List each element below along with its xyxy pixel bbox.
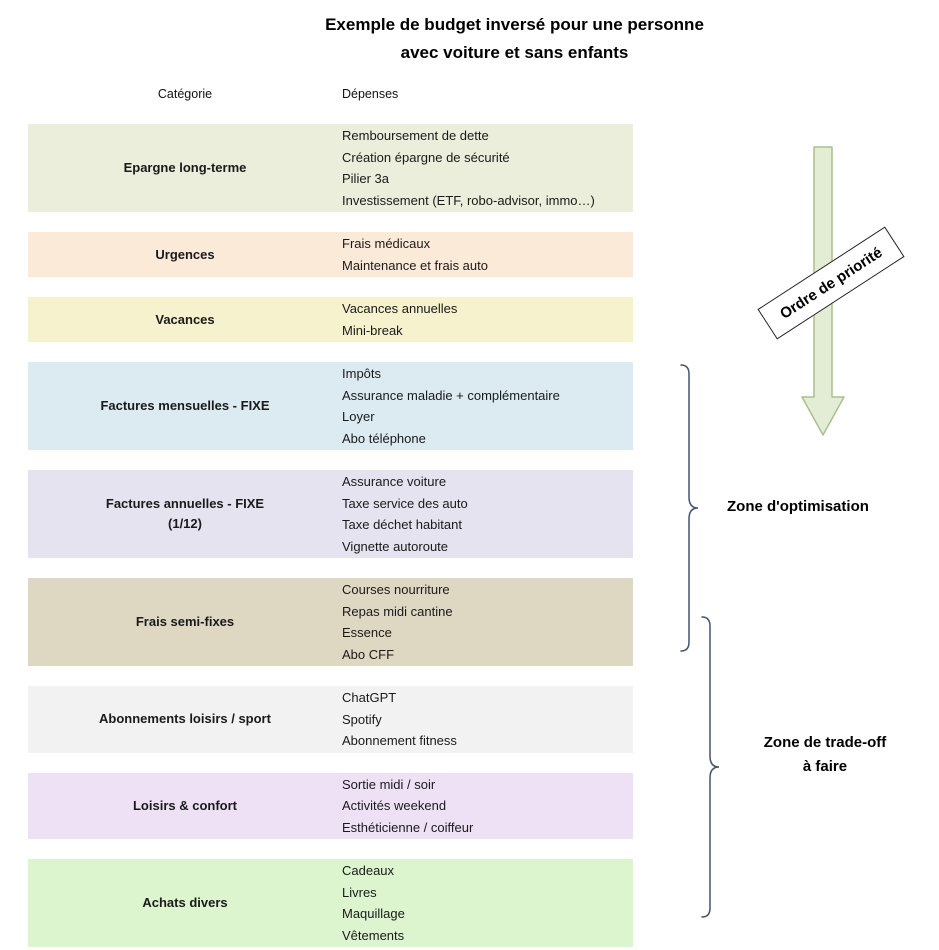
table-row: Factures mensuelles - FIXE Impôts Assura… — [28, 362, 633, 450]
tradeoff-zone-label: Zone de trade-off à faire — [740, 731, 910, 779]
expense-item: ChatGPT — [342, 690, 397, 705]
category-label: Factures mensuelles - FIXE — [28, 362, 342, 450]
category-text: Achats divers — [142, 895, 228, 910]
optimisation-brace-icon — [680, 364, 699, 652]
expense-item: Investissement (ETF, robo-advisor, immo…… — [342, 192, 595, 208]
category-text: Vacances — [155, 311, 215, 327]
expense-item: Vacances annuelles — [342, 301, 458, 316]
brace-path — [680, 364, 699, 652]
budget-table: Epargne long-terme Remboursement de dett… — [28, 124, 633, 947]
expense-item: Vignette autoroute — [342, 538, 449, 554]
category-label: Loisirs & confort — [28, 773, 342, 840]
category-text: Urgences — [155, 246, 215, 262]
brace-path — [701, 616, 720, 918]
page-title-line-2: avec voiture et sans enfants — [400, 43, 629, 62]
expense-item: Esthéticienne / coiffeur — [342, 819, 474, 835]
expense-list: Courses nourriture Repas midi cantine Es… — [342, 578, 633, 666]
table-row: Frais semi-fixes Courses nourriture Repa… — [28, 578, 633, 666]
expense-list: Frais médicaux Maintenance et frais auto — [342, 232, 633, 277]
expense-list: Vacances annuelles Mini-break — [342, 297, 633, 342]
expense-item: Loyer — [342, 409, 375, 424]
expense-item: Mini-break — [342, 322, 403, 338]
table-row: Achats divers Cadeaux Livres Maquillage … — [28, 859, 633, 947]
expense-item: Cadeaux — [342, 863, 395, 878]
category-label: Epargne long-terme — [28, 124, 342, 212]
expense-list: Remboursement de dette Création épargne … — [342, 124, 633, 212]
expense-item: Essence — [342, 625, 392, 640]
category-text: Abonnements loisirs / sport — [99, 711, 271, 727]
table-row: Epargne long-terme Remboursement de dett… — [28, 124, 633, 212]
expense-item: Livres — [342, 884, 377, 900]
expense-item: Création épargne de sécurité — [342, 149, 510, 165]
expense-list: Impôts Assurance maladie + complémentair… — [342, 362, 633, 450]
table-row: Urgences Frais médicaux Maintenance et f… — [28, 232, 633, 277]
category-text-line-2: (1/12) — [168, 516, 202, 531]
category-label: Vacances — [28, 297, 342, 342]
expense-item: Taxe service des auto — [342, 495, 468, 511]
tradeoff-zone-label-line-1: Zone de trade-off — [763, 734, 887, 751]
expense-item: Abonnement fitness — [342, 733, 457, 748]
tradeoff-zone-label-line-2: à faire — [802, 758, 848, 775]
expense-item: Repas midi cantine — [342, 603, 453, 619]
category-label: Abonnements loisirs / sport — [28, 686, 342, 753]
expense-item: Remboursement de dette — [342, 128, 489, 143]
expense-item: Maquillage — [342, 906, 405, 921]
category-label: Factures annuelles - FIXE (1/12) — [28, 470, 342, 558]
expense-item: Frais médicaux — [342, 236, 431, 251]
table-row: Factures annuelles - FIXE (1/12) Assuran… — [28, 470, 633, 558]
expense-list: ChatGPT Spotify Abonnement fitness — [342, 686, 633, 753]
category-text: Loisirs & confort — [132, 797, 237, 813]
expense-item: Taxe déchet habitant — [342, 517, 462, 532]
expense-item: Assurance voiture — [342, 474, 447, 489]
category-label: Achats divers — [28, 859, 342, 947]
expense-list: Cadeaux Livres Maquillage Vêtements — [342, 859, 633, 947]
page-title-line-1: Exemple de budget inversé pour une perso… — [325, 15, 704, 34]
tradeoff-brace-icon — [701, 616, 720, 918]
category-text: Epargne long-terme — [123, 160, 247, 175]
category-label: Frais semi-fixes — [28, 578, 342, 666]
page-title: Exemple de budget inversé pour une perso… — [90, 11, 939, 67]
column-headers: Catégorie Dépenses — [28, 87, 633, 101]
optimisation-zone-label: Zone d'optimisation — [727, 498, 869, 515]
column-header-categorie: Catégorie — [157, 87, 213, 101]
expense-item: Sortie midi / soir — [342, 776, 436, 792]
expense-list: Assurance voiture Taxe service des auto … — [342, 470, 633, 558]
expense-item: Abo CFF — [342, 646, 395, 662]
expense-item: Impôts — [342, 366, 382, 381]
expense-item: Vêtements — [342, 927, 405, 943]
expense-item: Courses nourriture — [342, 582, 450, 597]
expense-item: Assurance maladie + complémentaire — [342, 387, 560, 403]
category-text: Factures mensuelles - FIXE — [100, 398, 270, 413]
column-header-depenses: Dépenses — [342, 87, 399, 101]
table-row: Abonnements loisirs / sport ChatGPT Spot… — [28, 686, 633, 753]
category-text: Factures annuelles - FIXE — [105, 496, 265, 511]
expense-item: Pilier 3a — [342, 171, 389, 186]
table-row: Loisirs & confort Sortie midi / soir Act… — [28, 772, 633, 840]
expense-list: Sortie midi / soir Activités weekend Est… — [342, 773, 633, 840]
expense-item: Maintenance et frais auto — [342, 257, 488, 273]
category-label: Urgences — [28, 232, 342, 277]
category-text: Frais semi-fixes — [135, 614, 235, 629]
expense-item: Abo téléphone — [342, 430, 426, 446]
expense-item: Activités weekend — [342, 798, 447, 813]
table-row: Vacances Vacances annuelles Mini-break — [28, 297, 633, 342]
expense-item: Spotify — [342, 711, 382, 727]
